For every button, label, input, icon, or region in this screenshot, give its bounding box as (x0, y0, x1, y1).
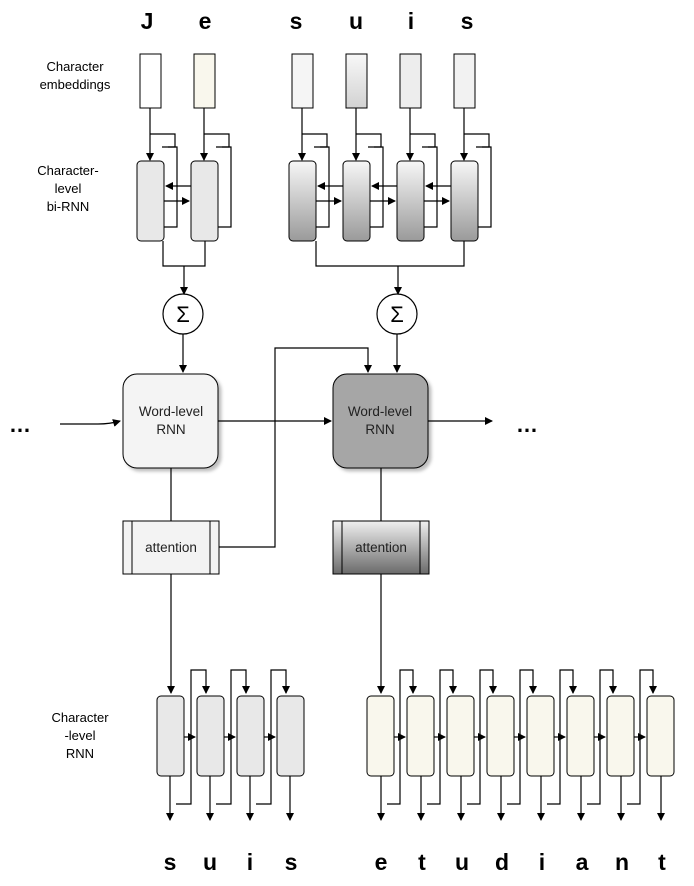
ellipsis-right: … (516, 412, 538, 437)
attention-context-wire (219, 347, 372, 548)
output-char: s (285, 849, 298, 875)
char-birnn-cell (288, 160, 317, 242)
char-rnn-cell (566, 695, 595, 777)
output-char: t (658, 849, 666, 875)
birnn-to-sum-wires (162, 241, 465, 295)
input-char: e (199, 8, 212, 34)
char-rnn-cell (276, 695, 305, 777)
input-char: J (141, 8, 154, 34)
word-rnn-label-line2: RNN (156, 422, 185, 437)
label-char-rnn-line2: -level (64, 728, 95, 743)
word-rnn-box (122, 373, 219, 469)
input-char: u (349, 8, 363, 34)
char-rnn-cell (236, 695, 265, 777)
char-embedding (399, 53, 422, 109)
input-char: s (290, 8, 303, 34)
output-char: u (203, 849, 217, 875)
char-rnn-cell (606, 695, 635, 777)
attention-label: attention (145, 540, 197, 555)
word-rnn-label-line1: Word-level (348, 404, 412, 419)
birnn-backward-loops (162, 146, 492, 228)
label-char-birnn-line3: bi-RNN (47, 199, 90, 214)
char-birnn-cell (396, 160, 425, 242)
decoder-word2 (366, 669, 675, 821)
label-char-birnn-line2: level (55, 181, 82, 196)
output-char: n (615, 849, 629, 875)
input-char: s (461, 8, 474, 34)
char-rnn-cell (156, 695, 185, 777)
output-char: i (247, 849, 253, 875)
ellipsis-left: … (9, 412, 31, 437)
birnn-connections (164, 182, 451, 205)
output-char: d (495, 849, 509, 875)
label-char-embeddings-line2: embeddings (40, 77, 111, 92)
output-char: t (418, 849, 426, 875)
char-embedding (291, 53, 314, 109)
char-rnn-cell (486, 695, 515, 777)
attention-box (332, 520, 430, 575)
word-rnn-box (332, 373, 429, 469)
output-char: a (576, 849, 589, 875)
char-rnn-cell (406, 695, 435, 777)
char-embedding (453, 53, 476, 109)
output-char: u (455, 849, 469, 875)
char-rnn-cell (196, 695, 225, 777)
char-birnn-cell (136, 160, 165, 242)
char-rnn-cell (446, 695, 475, 777)
label-char-embeddings-line1: Character (46, 59, 104, 74)
input-char: i (408, 8, 414, 34)
char-embedding (139, 53, 162, 109)
char-embedding (345, 53, 368, 109)
char-rnn-cell (646, 695, 675, 777)
word-rnn-label-line2: RNN (365, 422, 394, 437)
output-char: i (539, 849, 545, 875)
embedding-arrows (146, 108, 490, 161)
char-birnn-cells (136, 160, 479, 242)
attention-box (122, 520, 220, 575)
char-rnn-cell (526, 695, 555, 777)
label-char-birnn-line1: Character- (37, 163, 98, 178)
word-rnn-label-line1: Word-level (139, 404, 203, 419)
decoder-word1 (156, 669, 305, 821)
char-birnn-cell (342, 160, 371, 242)
sum-symbol: Σ (390, 302, 404, 327)
sum-symbol: Σ (176, 302, 190, 327)
char-rnn-cell (366, 695, 395, 777)
char-birnn-cell (450, 160, 479, 242)
label-char-rnn-line1: Character (51, 710, 109, 725)
output-char: e (375, 849, 388, 875)
label-char-rnn-line3: RNN (66, 746, 94, 761)
attention-label: attention (355, 540, 407, 555)
char-birnn-cell (190, 160, 219, 242)
char-embedding (193, 53, 216, 109)
output-char: s (164, 849, 177, 875)
